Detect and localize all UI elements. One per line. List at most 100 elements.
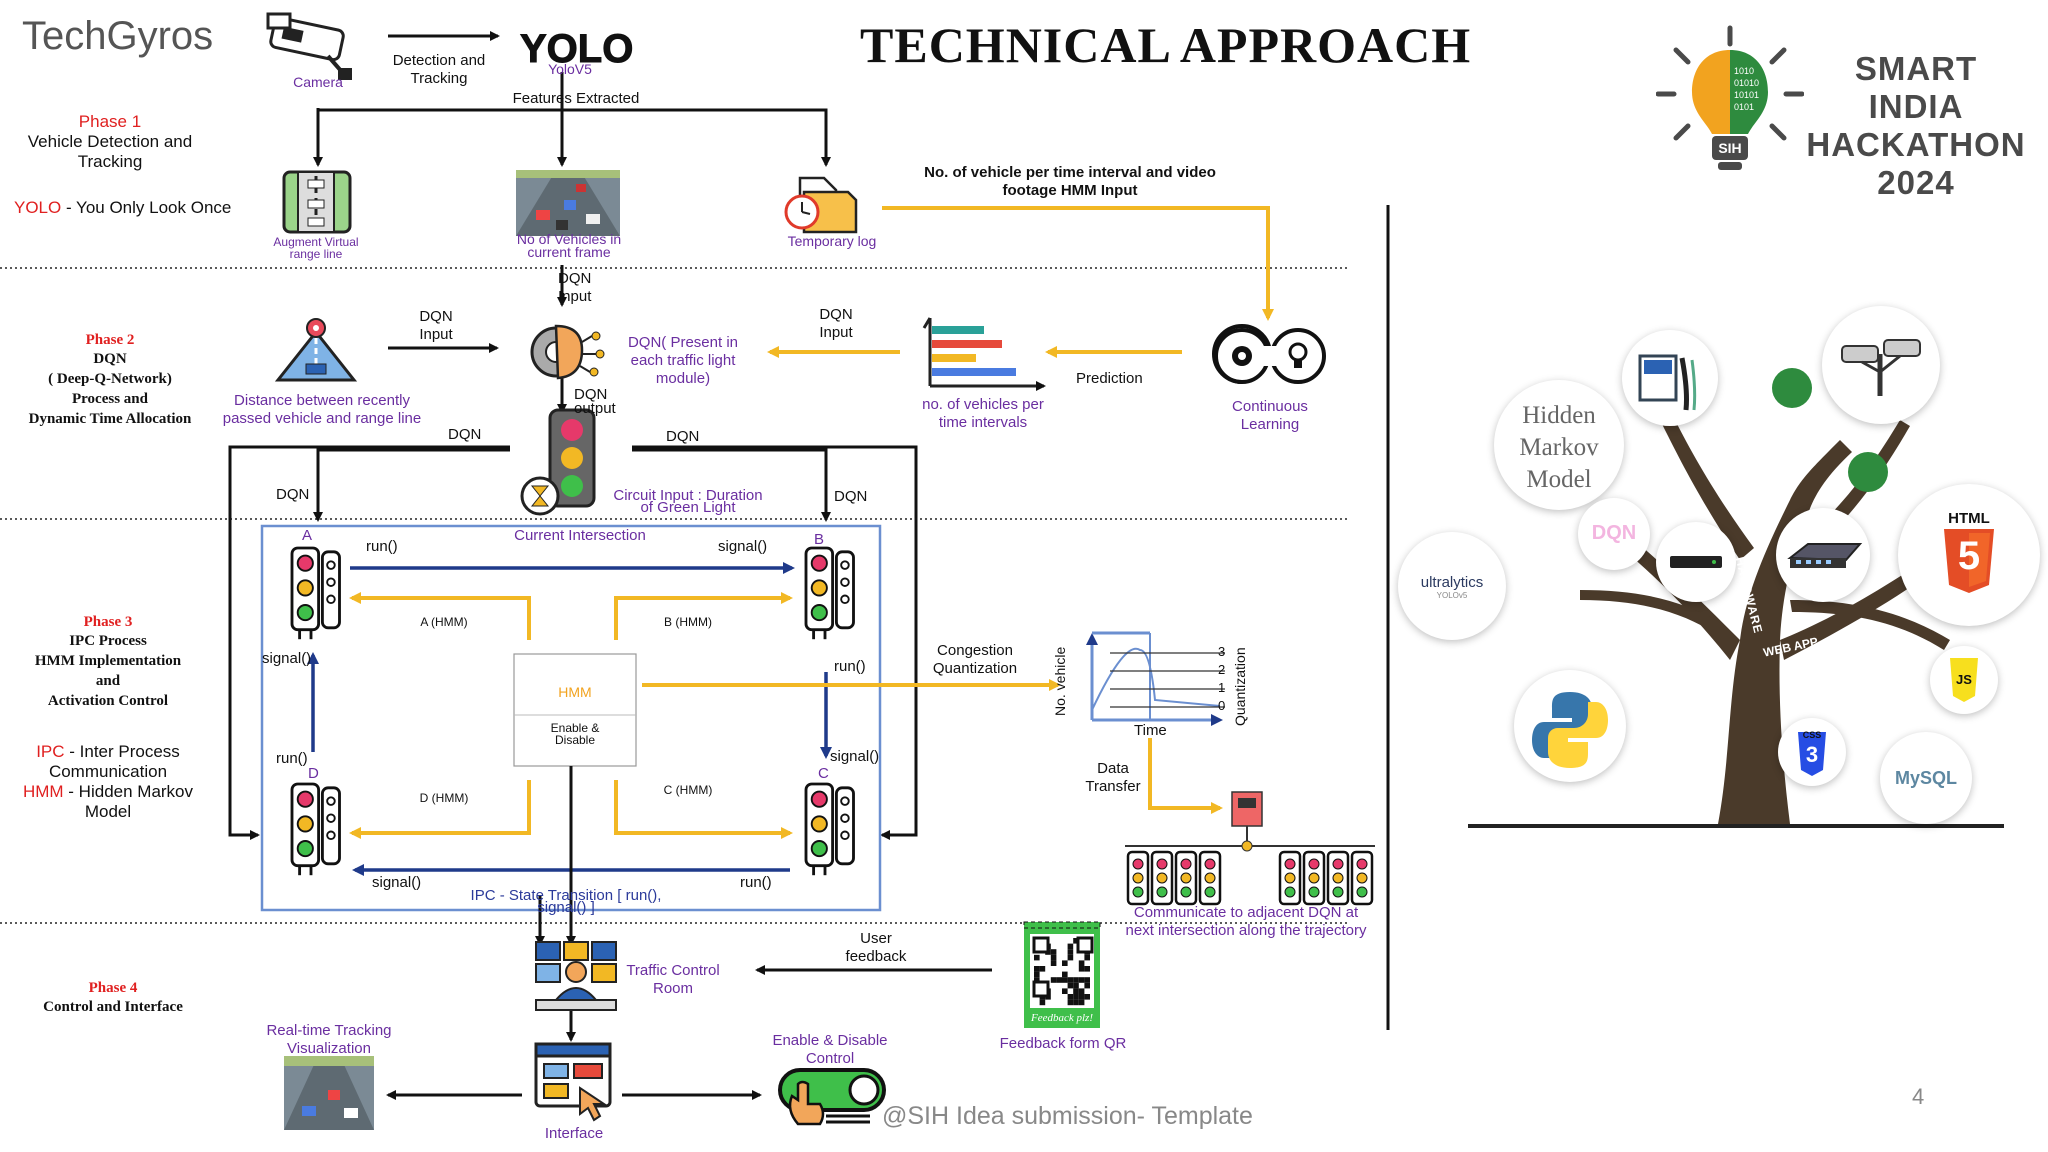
traffic-light-c: [804, 782, 855, 876]
adjacent-light-4: [1198, 850, 1222, 906]
ipc-acronym: IPC: [36, 742, 65, 761]
css-circle: CSS 3: [1778, 718, 1846, 786]
interface-icon: [534, 1042, 612, 1122]
signal-ad-label: signal(): [262, 650, 312, 667]
phase3-hmm: HMM - Hidden Markov Model: [0, 782, 216, 822]
phase1-heading: Phase 1: [78, 112, 142, 131]
phase3-heading: Phase 3: [83, 614, 133, 630]
dqn-brain-icon: [530, 324, 605, 380]
augment-range-icon: [282, 170, 352, 234]
congestion-label: Congestion Quantization: [932, 642, 1018, 677]
traffic-light-d: [290, 782, 341, 876]
user-feedback-label: User feedback: [845, 930, 907, 965]
svg-text:01010: 01010: [1734, 78, 1759, 88]
dqn-input-top-label: DQN Input: [558, 270, 592, 305]
js-circle: JS: [1930, 646, 1998, 714]
row1-arrows: [313, 31, 831, 353]
hmm-input-label: No. of vehicle per time interval and vid…: [924, 164, 1216, 199]
hmm-expansion: - Hidden Markov Model: [63, 782, 194, 821]
sih-line2: HACKATHON: [1806, 126, 2026, 163]
data-transfer-arrow: [1148, 738, 1223, 814]
realtime-label: Real-time Tracking Visualization: [266, 1022, 392, 1057]
switch-circle: [1776, 508, 1870, 602]
node-b-label: B: [814, 531, 825, 548]
html-num: 5: [1957, 534, 1981, 578]
dqn-b-label: DQN: [834, 488, 868, 505]
camera-icon: [266, 12, 352, 80]
sih-line3: 2024: [1877, 164, 1955, 201]
node-c-label: C: [818, 765, 829, 782]
circuit-input-label: Circuit Input : Duration of Green Light: [613, 487, 763, 516]
continuous-learning-icon: [1212, 324, 1326, 384]
css-num: 3: [1805, 742, 1819, 767]
run-ad-label: run(): [276, 750, 308, 767]
traffic-light-b: [804, 546, 855, 640]
hmm-circle-text: Hidden Markov Model: [1519, 402, 1599, 493]
brand-name: TechGyros: [22, 14, 214, 58]
communicate-label: Communicate to adjacent DQN at next inte…: [1125, 904, 1367, 939]
ultralytics-text: ultralytics: [1420, 574, 1484, 591]
sih-line1: SMART INDIA: [1854, 50, 1978, 125]
dqn-input-right-label: DQN Input: [819, 306, 853, 341]
mysql-circle: MySQL: [1880, 732, 1972, 824]
feedback-qr-label: Feedback form QR: [999, 1035, 1127, 1052]
python-circle: [1514, 670, 1626, 782]
phase3-line3: and: [95, 673, 121, 689]
toggle-switch-icon: [778, 1068, 886, 1126]
hmm-box: [513, 653, 637, 767]
phase4-heading: Phase 4: [88, 980, 138, 996]
adjacent-light-8: [1350, 850, 1374, 906]
adjacent-light-6: [1302, 850, 1326, 906]
cable-circle: [1622, 330, 1718, 426]
d-hmm-label: D (HMM): [419, 791, 469, 805]
distance-label: Distance between recently passed vehicle…: [222, 392, 422, 427]
dqn-circle-text: DQN: [1591, 522, 1637, 544]
dqn-right-label: DQN: [666, 428, 700, 445]
adjacent-light-1: [1126, 850, 1150, 906]
hmm-box-label: HMM: [558, 684, 592, 700]
phase1-text: Vehicle Detection and Tracking: [27, 132, 193, 171]
num-vehicles-label: No of Vehicles in current frame: [516, 231, 622, 260]
js-text: JS: [1956, 672, 1972, 687]
yolo-expansion: - You Only Look Once: [61, 198, 232, 217]
phase2-line4: Dynamic Time Allocation: [28, 411, 192, 427]
dqn-module-label: DQN( Present in each traffic light modul…: [627, 334, 739, 387]
prediction-label: Prediction: [1076, 370, 1143, 387]
phase1-yolo: YOLO - You Only Look Once: [14, 198, 231, 218]
ipc-traffic-lights: [290, 546, 855, 876]
no-vehicle-axis-label: No. vehicle: [1052, 646, 1068, 716]
run-ab-label: run(): [366, 538, 398, 555]
phase3-ipc: IPC - Inter Process Communication: [0, 742, 216, 782]
feedback-plz-text: Feedback plz!: [1031, 1012, 1093, 1024]
node-d-label: D: [308, 765, 319, 782]
time-axis-label: Time: [1134, 722, 1167, 739]
quantization-graph: [1086, 631, 1225, 726]
page-number: 4: [1912, 1084, 1925, 1109]
dqn-circle: DQN: [1578, 498, 1650, 570]
vehicles-bar-chart-icon: [922, 317, 1046, 391]
run-dc-label: run(): [740, 874, 772, 891]
central-traffic-light-icon: [520, 408, 596, 516]
q3-label: 3: [1218, 644, 1226, 659]
q2-label: 2: [1218, 662, 1226, 677]
phase3-line2: HMM Implementation: [34, 653, 182, 669]
adjacent-light-2: [1150, 850, 1174, 906]
phase3-line1: IPC Process: [69, 633, 147, 649]
adjacent-light-7: [1326, 850, 1350, 906]
signal-bc-label: signal(): [830, 748, 880, 765]
svg-text:0101: 0101: [1734, 102, 1754, 112]
ipc-expansion: - Inter Process Communication: [48, 742, 180, 781]
realtime-tracking-image: [284, 1056, 374, 1130]
enable-disable-control-label: Enable & Disable Control: [772, 1032, 888, 1067]
ultralytics-circle: ultralytics YOLOv5: [1398, 532, 1506, 640]
page-title: TECHNICAL APPROACH: [860, 17, 1472, 73]
enable-disable-label: Enable & Disable: [550, 721, 600, 747]
yolo-logo-icon: YOLO: [520, 27, 634, 72]
row4-arrows: [386, 965, 992, 1100]
quantization-axis-label: Quantization: [1232, 647, 1248, 726]
ultralytics-sub: YOLOv5: [1436, 591, 1468, 600]
phase4-text: Control and Interface: [43, 999, 183, 1015]
css-text: CSS: [1802, 730, 1822, 740]
